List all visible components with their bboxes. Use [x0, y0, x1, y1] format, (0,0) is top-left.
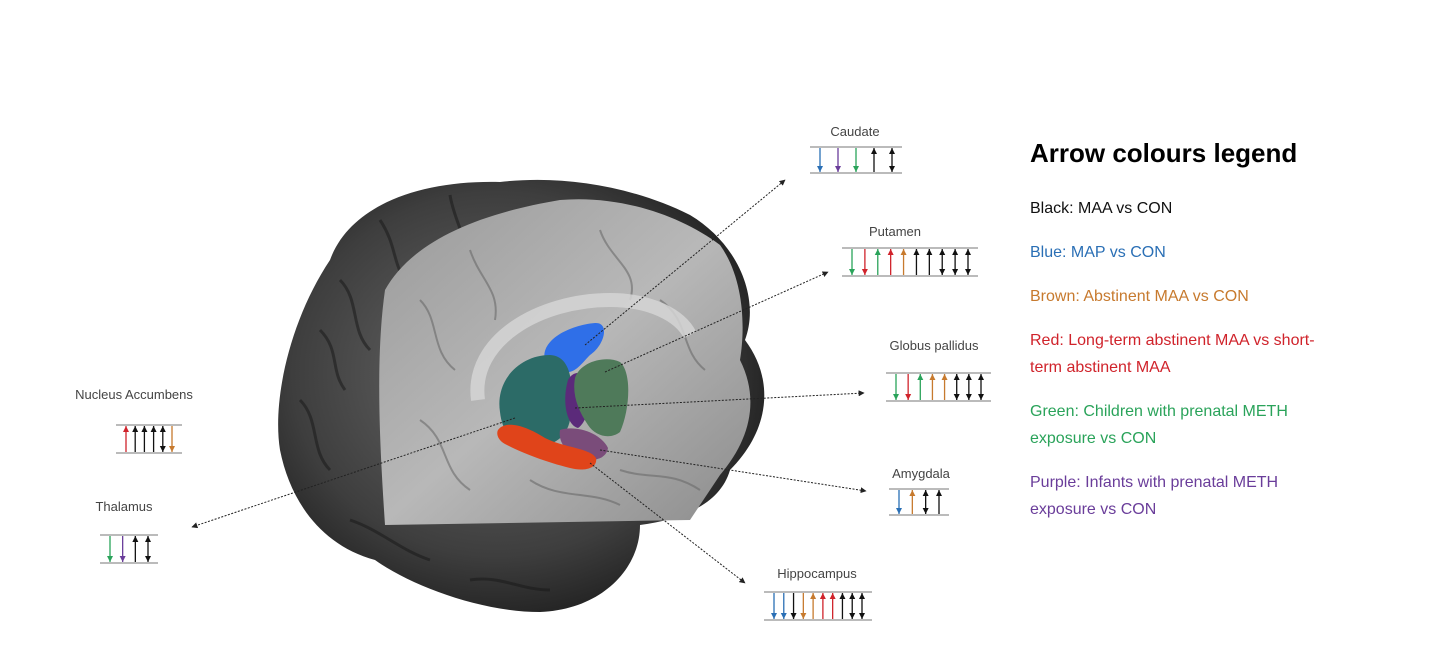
arrow-black-both: [953, 374, 960, 400]
arrow-panel-thalamus: [100, 534, 158, 564]
legend-item-black: Black: MAA vs CON: [1030, 200, 1173, 217]
arrow-red-down: [905, 374, 912, 400]
arrow-black-both: [965, 249, 971, 275]
arrow-blue-down: [780, 593, 787, 619]
arrow-red-up: [887, 249, 894, 275]
arrow-panel-amygdala: [889, 488, 949, 516]
arrow-black-both: [978, 374, 984, 400]
arrow-green-down: [849, 249, 855, 275]
leader-putamen: [604, 271, 829, 373]
arrow-black-up: [839, 593, 846, 619]
arrow-black-both: [922, 490, 929, 514]
arrow-brown-up: [900, 249, 907, 275]
arrow-black-up: [132, 426, 139, 452]
arrow-green-down: [107, 536, 113, 562]
region-label-nucleus-accumbens: Nucleus Accumbens: [75, 387, 193, 402]
hippocampus-structure: [497, 424, 597, 470]
arrow-black-up: [141, 426, 148, 452]
region-label-hippocampus: Hippocampus: [777, 566, 857, 581]
arrow-black-both: [849, 593, 856, 619]
arrow-green-down: [853, 148, 859, 172]
putamen-structure: [499, 355, 572, 446]
arrow-panel-nucleus-accumbens: [116, 424, 182, 454]
arrow-red-down: [861, 249, 868, 275]
leader-globus-pallidus: [574, 390, 865, 409]
arrow-green-up: [874, 249, 881, 275]
region-label-globus-pallidus: Globus pallidus: [889, 338, 979, 353]
globus-pallidus-structure: [574, 359, 629, 437]
arrow-black-up: [132, 536, 139, 562]
arrow-black-up: [150, 426, 157, 452]
legend-item-blue: Blue: MAP vs CON: [1030, 244, 1166, 261]
arrow-blue-down: [817, 148, 823, 172]
arrow-black-both: [965, 374, 972, 400]
leader-hippocampus: [589, 462, 746, 584]
arrow-purple-down: [835, 148, 841, 172]
arrow-red-up: [123, 426, 129, 452]
legend-item-purple: Purple: Infants with prenatal METH expos…: [1030, 474, 1279, 518]
leader-amygdala: [599, 449, 867, 494]
arrow-brown-down: [169, 426, 175, 452]
region-label-putamen: Putamen: [868, 224, 922, 239]
leader-caudate: [584, 179, 786, 346]
arrow-black-up: [913, 249, 920, 275]
legend-item-red: Red: Long-term abstinent MAA vs short-te…: [1030, 332, 1315, 376]
arrow-panel-hippocampus: [764, 591, 872, 621]
arrow-red-up: [819, 593, 826, 619]
arrow-panel-caudate: [810, 146, 902, 174]
arrow-black-both: [889, 148, 895, 172]
arrow-blue-down: [896, 490, 902, 514]
arrow-black-down: [790, 593, 797, 619]
region-label-caudate: Caudate: [830, 124, 880, 139]
arrow-brown-down: [800, 593, 807, 619]
arrow-black-up: [936, 490, 942, 514]
arrow-black-both: [159, 426, 166, 452]
region-label-amygdala: Amygdala: [892, 466, 950, 481]
legend-title: Arrow colours legend: [1030, 138, 1298, 168]
arrow-brown-up: [941, 374, 948, 400]
arrow-black-both: [145, 536, 151, 562]
arrow-blue-down: [771, 593, 777, 619]
arrow-brown-up: [810, 593, 817, 619]
arrow-black-both: [952, 249, 959, 275]
arrow-red-up: [829, 593, 836, 619]
legend-item-brown: Brown: Abstinent MAA vs CON: [1030, 288, 1249, 305]
arrow-black-both: [859, 593, 865, 619]
arrow-black-up: [926, 249, 933, 275]
arrow-purple-down: [119, 536, 126, 562]
arrow-colour-legend: Arrow colours legend Black: MAA vs CON B…: [1030, 138, 1320, 540]
arrow-brown-up: [909, 490, 916, 514]
arrow-black-up: [871, 148, 877, 172]
arrow-panel-putamen: [842, 247, 978, 277]
corpus-callosum: [470, 292, 697, 401]
arrow-brown-up: [929, 374, 936, 400]
arrow-green-up: [917, 374, 924, 400]
arrow-green-down: [893, 374, 899, 400]
arrow-panel-globus-pallidus: [886, 372, 991, 402]
legend-item-green: Green: Children with prenatal METH expos…: [1030, 403, 1288, 447]
arrow-black-both: [939, 249, 946, 275]
region-label-thalamus: Thalamus: [95, 499, 153, 514]
leader-thalamus: [191, 417, 516, 529]
